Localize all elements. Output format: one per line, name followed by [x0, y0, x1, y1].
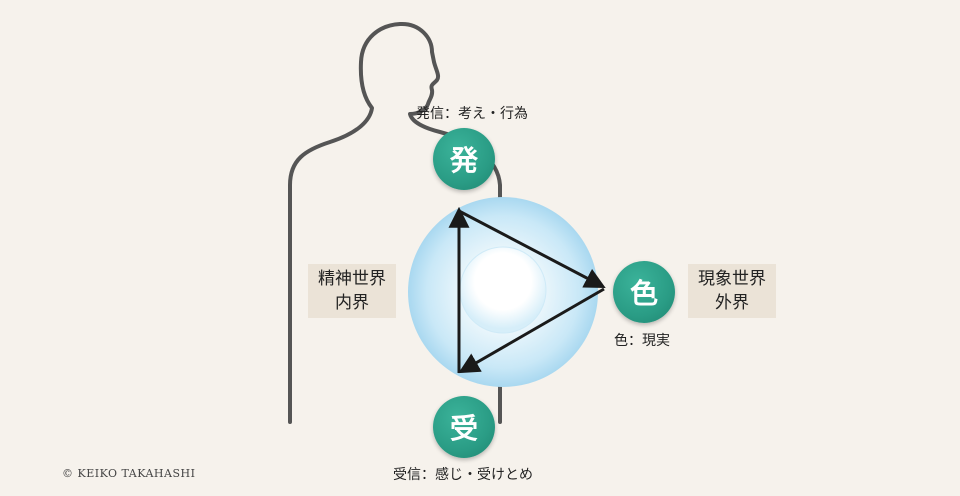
shiki-badge: 色 — [613, 261, 675, 323]
hatsu-badge: 発 — [433, 128, 495, 190]
inner-world-box: 精神世界 内界 — [308, 264, 396, 318]
inner-world-line2: 内界 — [335, 293, 369, 313]
outer-world-line2: 外界 — [715, 293, 749, 313]
human-silhouette — [288, 21, 502, 424]
inner-world-line1: 精神世界 — [318, 269, 386, 289]
bottom-node-label: 受信：感じ・受けとめ — [393, 467, 533, 483]
inner-sphere — [459, 246, 547, 334]
top-node-label: 発信：考え・行為 — [416, 106, 528, 122]
arrow-right-to-bottom — [458, 287, 605, 374]
right-node-label: 色：現実 — [614, 333, 670, 349]
outer-world-box: 現象世界 外界 — [688, 264, 776, 318]
copyright: © KEIKO TAKAHASHI — [62, 467, 196, 480]
outer-world-line1: 現象世界 — [698, 269, 766, 289]
ju-badge: 受 — [433, 396, 495, 458]
arrow-top-to-right — [458, 209, 606, 288]
